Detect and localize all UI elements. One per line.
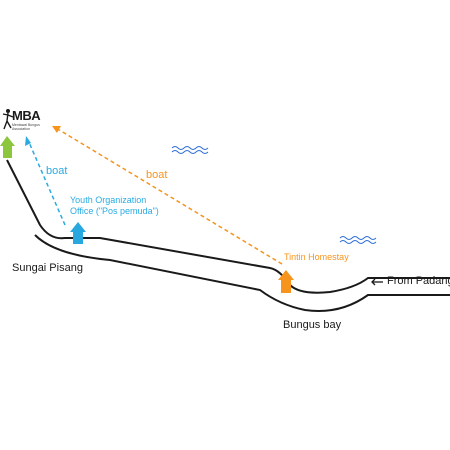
youth-org-label-line2: Office ("Pos pemuda") [70,206,159,216]
youth-org-label-line1: Youth Organization [70,195,147,205]
sungai-pisang-label: Sungai Pisang [12,262,83,274]
boat-label-orange: boat [146,169,168,181]
water-waves-icon-2 [339,236,377,244]
boat-route-orange [55,127,283,265]
arrow-left-icon [371,278,383,286]
mba-logo: MBA Mentawai Bungus Association [2,108,48,134]
water-waves-icon-1 [171,146,209,154]
logo-text: MBA [12,108,41,123]
boat-route-blue [27,139,66,226]
dancer-figure-icon [2,109,14,130]
boat-route-blue-arrowhead [25,136,31,146]
boat-route-orange-arrowhead [52,126,61,133]
mba-location-marker-icon [0,136,15,158]
tintin-homestay-label: Tintin Homestay [284,252,349,262]
logo-subtext: Mentawai Bungus Association [12,123,40,132]
coastline-lower [34,234,450,312]
tintin-homestay-marker-icon [278,270,294,293]
bungus-bay-label: Bungus bay [283,319,342,331]
youth-office-marker-icon [70,222,86,244]
from-padang-label: From Padang [387,275,450,287]
boat-label-blue: boat [46,165,68,177]
